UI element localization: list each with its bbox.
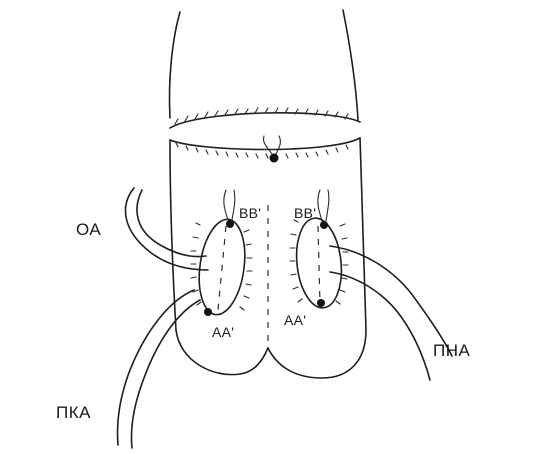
label-oa: ОА xyxy=(76,220,101,239)
right-lower-knot xyxy=(317,299,325,307)
top-knot-tails xyxy=(263,136,280,154)
right-vessel-lower-wall xyxy=(330,272,430,380)
lower-body-right-wall xyxy=(360,138,366,330)
right-anastomosis-stitches xyxy=(290,220,348,304)
label-pna: ПНА xyxy=(433,341,470,360)
label-bb-right: BB' xyxy=(294,205,316,221)
left-anastomosis-inner-dash xyxy=(218,226,226,310)
upper-tube-right-wall xyxy=(343,10,358,120)
right-upper-knot-tails xyxy=(318,190,329,221)
left-upper-knot xyxy=(226,220,234,228)
lower-body-bottom-right-lobe xyxy=(268,330,366,378)
label-aa-left: AA' xyxy=(212,324,234,340)
left-lower-vessel-inner xyxy=(132,300,201,448)
top-suture-knot xyxy=(270,154,279,163)
label-bb-left: BB' xyxy=(239,205,261,221)
right-side-anastomosis xyxy=(292,216,345,310)
left-upper-knot-tails xyxy=(224,190,235,220)
circular-suture-stitches xyxy=(175,108,348,158)
label-pka: ПКА xyxy=(56,403,91,422)
left-lower-knot xyxy=(204,308,212,316)
right-anastomosis-inner-dash xyxy=(318,226,320,304)
right-vessel-upper-wall xyxy=(330,246,452,356)
circular-anastomosis-back xyxy=(170,113,360,128)
label-aa-right: AA' xyxy=(284,312,306,328)
right-upper-knot xyxy=(320,221,328,229)
upper-tube-left-wall xyxy=(169,12,180,118)
